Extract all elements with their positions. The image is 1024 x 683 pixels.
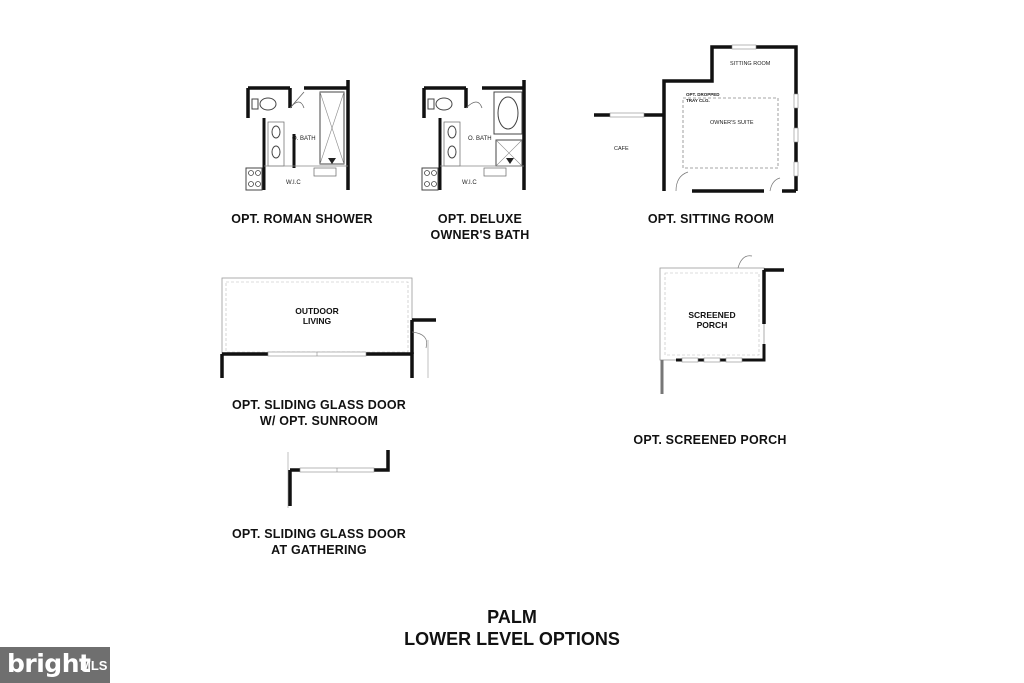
sunroom-plan: OUTDOOR LIVING xyxy=(218,274,440,380)
screened-porch-caption: OPT. SCREENED PORCH xyxy=(633,433,787,447)
tray-label-2: TRAY CLG. xyxy=(686,98,710,103)
gathering-door-plan xyxy=(284,448,394,510)
deluxe-bath-label: O. BATH xyxy=(468,136,492,142)
sunroom-caption-line2: W/ OPT. SUNROOM xyxy=(259,414,379,428)
roman-bath-label: O. BATH xyxy=(292,136,316,142)
screened-porch-plan: SCREENED PORCH xyxy=(656,252,788,398)
tray-label-1: OPT. DROPPED xyxy=(686,92,720,97)
cafe-label: CAFE xyxy=(614,146,629,152)
logo-word: bright xyxy=(7,649,91,678)
sunroom-caption: OPT. SLIDING GLASS DOOR W/ OPT. SUNROOM xyxy=(219,397,419,429)
sitting-room-plan: SITTING ROOM OPT. DROPPED TRAY CLG. OWNE… xyxy=(592,44,802,196)
porch-label-1: SCREENED xyxy=(688,310,735,320)
roman-wic-label: W.I.C xyxy=(286,180,301,186)
outdoor-label-1: OUTDOOR xyxy=(295,306,338,316)
outdoor-label-2: LIVING xyxy=(303,316,332,326)
gathering-caption-line2: AT GATHERING xyxy=(271,543,367,557)
gathering-caption-line1: OPT. SLIDING GLASS DOOR xyxy=(231,527,407,541)
deluxe-bath-plan: O. BATH W.I.C xyxy=(420,78,532,193)
bright-mls-logo: bright MLS xyxy=(0,647,110,683)
sitting-room-label: SITTING ROOM xyxy=(730,61,771,67)
porch-label-2: PORCH xyxy=(697,320,728,330)
deluxe-wic-label: W.I.C xyxy=(462,180,477,186)
page-title-line1: PALM xyxy=(487,607,537,627)
deluxe-bath-caption-line1: OPT. DELUXE xyxy=(437,212,523,226)
roman-shower-caption: OPT. ROMAN SHOWER xyxy=(231,212,373,226)
page-title-line2: LOWER LEVEL OPTIONS xyxy=(404,629,620,649)
deluxe-bath-caption: OPT. DELUXE OWNER'S BATH xyxy=(400,211,560,243)
roman-shower-plan: O. BATH W.I.C xyxy=(244,78,356,193)
sunroom-caption-line1: OPT. SLIDING GLASS DOOR xyxy=(231,398,407,412)
logo-suffix: MLS xyxy=(80,658,108,673)
gathering-door-caption: OPT. SLIDING GLASS DOOR AT GATHERING xyxy=(219,526,419,558)
deluxe-bath-caption-line2: OWNER'S BATH xyxy=(430,228,530,242)
owners-suite-label: OWNER'S SUITE xyxy=(710,120,754,126)
sitting-room-caption: OPT. SITTING ROOM xyxy=(647,212,775,226)
